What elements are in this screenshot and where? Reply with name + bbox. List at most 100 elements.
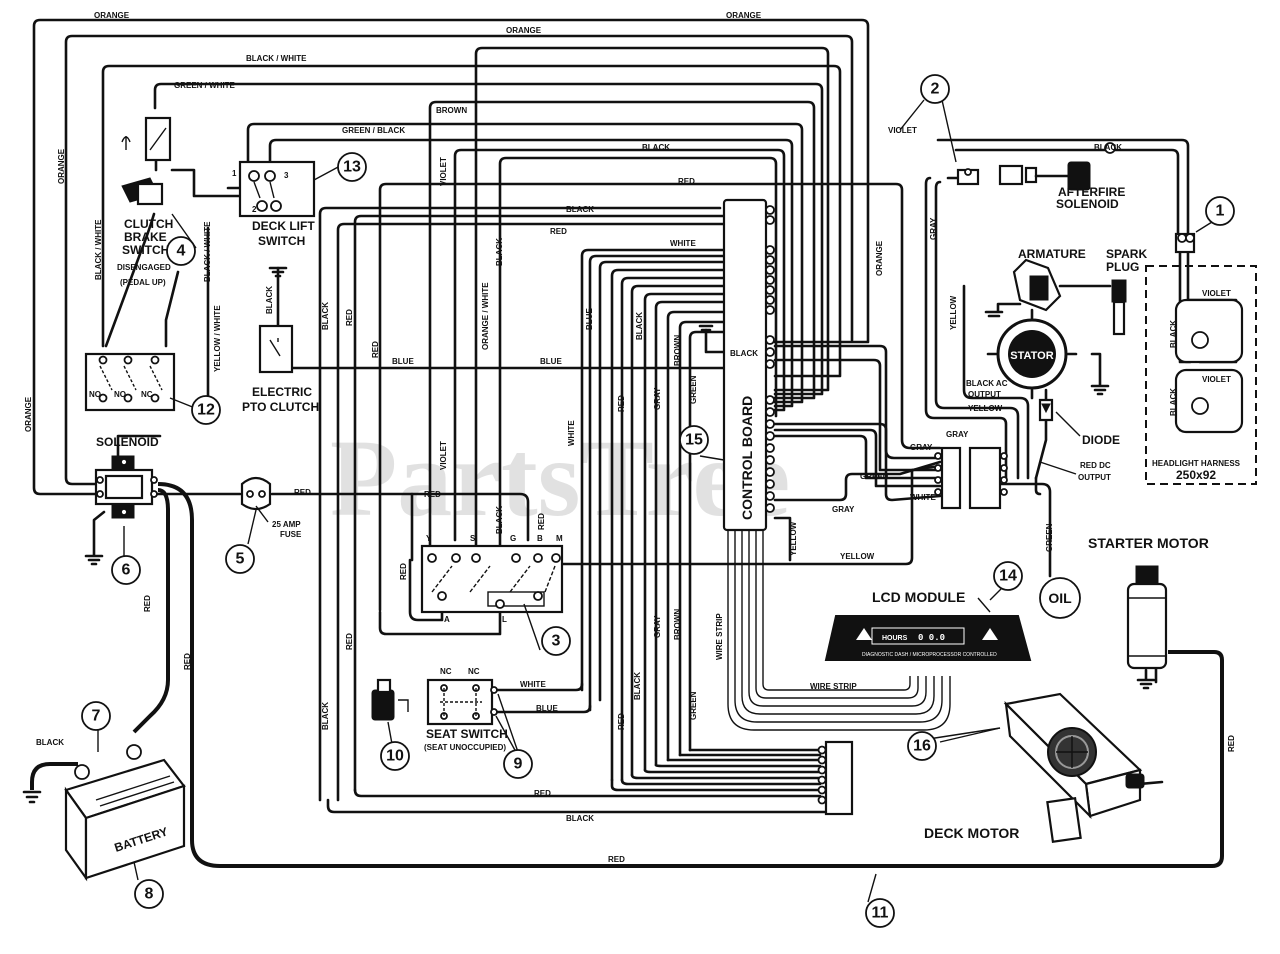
svg-text:2: 2 [931, 81, 940, 98]
svg-text:12: 12 [197, 402, 215, 419]
deck-lift-label-1: DECK LIFT [252, 219, 315, 233]
deck-lift-terminal-1: 1 [232, 169, 237, 178]
stator-harness-plug [934, 446, 1008, 510]
svg-text:14: 14 [999, 568, 1017, 585]
wire-labels: ORANGE ORANGE ORANGE ORANGE ORANGE ORANG… [24, 11, 1236, 864]
svg-text:3: 3 [552, 633, 561, 650]
wire-red-bottom: RED [534, 789, 551, 798]
wire-black-white-left-2: BLACK / WHITE [203, 221, 212, 282]
watermark: PartsTree [330, 417, 790, 539]
fuse: 25 AMP FUSE [240, 476, 302, 539]
seat-switch-state: (SEAT UNOCCUPIED) [424, 743, 506, 752]
wire-black-cb: BLACK [730, 349, 758, 358]
spark-plug-label-1: SPARK [1106, 247, 1147, 261]
wire-yellow-vert: YELLOW [949, 295, 958, 330]
callout-5: 5 [225, 544, 255, 574]
wire-black-white-left: BLACK / WHITE [94, 219, 103, 280]
callouts: 1 2 3 4 5 6 7 8 9 10 11 12 13 14 15 16 [81, 74, 1235, 928]
callout-3: 3 [541, 626, 571, 656]
fuse-label-1: 25 AMP [272, 520, 301, 529]
wire-strip-label: WIRE STRIP [715, 613, 724, 660]
wire-red-battery: RED [143, 595, 152, 612]
deck-lift-terminal-2: 2 [252, 205, 257, 214]
svg-text:5: 5 [236, 551, 245, 568]
wire-red-sw-2: RED [537, 513, 546, 530]
lcd-hours-label: HOURS [882, 635, 908, 642]
stator-assembly: STATOR ARMATURE SPARK PLUG DIODE BLACK A… [966, 247, 1147, 482]
wire-orange-left-2: ORANGE [24, 396, 33, 432]
callout-12: 12 [191, 395, 221, 425]
headlight-harness: VIOLET VIOLET BLACK BLACK HEADLIGHT HARN… [1145, 232, 1257, 485]
wire-green-vert: GREEN [689, 375, 698, 404]
svg-text:10: 10 [386, 748, 404, 765]
stator-label: STATOR [1010, 350, 1053, 362]
wire-black-clutch: BLACK [265, 286, 274, 314]
terminal-l: L [502, 615, 507, 624]
wire-black-cb-vert: BLACK [635, 312, 644, 340]
starter-motor: STARTER MOTOR [1088, 535, 1209, 690]
clutch-label-3: SWITCH [122, 243, 169, 257]
wire-green-white: GREEN / WHITE [174, 81, 236, 90]
battery: BATTERY [22, 744, 186, 882]
solenoid: SOLENOID [84, 435, 159, 566]
lcd-module: HOURS 0 0.0 DIAGNOSTIC DASH / MICROPROCE… [824, 589, 1032, 661]
afterfire-label-1: AFTERFIRE [1058, 185, 1125, 199]
clutch-label-2: BRAKE [124, 230, 167, 244]
callout-9: 9 [503, 749, 533, 779]
wire-red-fuse: RED [294, 488, 311, 497]
wire-black-vert: BLACK [321, 302, 330, 330]
wire-blue-right: BLUE [540, 357, 562, 366]
callout-16: 16 [907, 731, 937, 761]
callout-4: 4 [166, 236, 196, 266]
black-head-2: BLACK [1169, 388, 1178, 416]
wire-yellow-right: YELLOW [840, 552, 875, 561]
red-dc-output-1: RED DC [1080, 461, 1111, 470]
wire-red-starter: RED [1227, 735, 1236, 752]
violet-head-2: VIOLET [1202, 375, 1231, 384]
black-ac-output-2: OUTPUT [968, 390, 1001, 399]
control-board-pins [765, 205, 775, 513]
wire-orange-top: ORANGE [94, 11, 130, 20]
wire-yellow-stator: YELLOW [968, 404, 1003, 413]
wire-black-sw-top: BLACK [495, 238, 504, 266]
wire-orange-left: ORANGE [57, 148, 66, 184]
wire-green-black: GREEN / BLACK [342, 126, 405, 135]
clutch-brake-switch: CLUTCH BRAKE SWITCH DISENGAGED (PEDAL UP… [117, 116, 173, 287]
wire-strip-label-2: WIRE STRIP [810, 682, 857, 691]
wire-black-bottom: BLACK [566, 814, 594, 823]
wire-red-vert-4: RED [617, 395, 626, 412]
wire-yellow-right-2: YELLOW [789, 521, 798, 556]
clutch-label-1: CLUTCH [124, 217, 173, 231]
wire-white-seat: WHITE [520, 680, 546, 689]
wire-gray-vert: GRAY [653, 387, 662, 410]
callout-1: 1 [1205, 196, 1235, 226]
wire-black-sw: BLACK [495, 506, 504, 534]
red-dc-output-2: OUTPUT [1078, 473, 1111, 482]
wire-black-mid: BLACK [566, 205, 594, 214]
wire-orange-top-2: ORANGE [726, 11, 762, 20]
wire-brown: BROWN [436, 106, 467, 115]
callout-10: 10 [380, 741, 410, 771]
callout-13: 13 [337, 152, 367, 182]
wire-red-vert-5: RED [617, 713, 626, 730]
callout-7: 7 [81, 701, 111, 731]
electric-pto-clutch: ELECTRIC PTO CLUTCH [242, 266, 319, 414]
svg-text:11: 11 [872, 905, 889, 922]
wire-green-oil: GREEN [1045, 523, 1054, 552]
svg-text:6: 6 [122, 562, 131, 579]
headlight-harness-part: 250x92 [1176, 468, 1216, 482]
wire-blue-vert: BLUE [585, 308, 594, 330]
wire-red-sw-3: RED [399, 563, 408, 580]
wire-violet-left: VIOLET [439, 157, 448, 186]
wire-red-mid: RED [550, 227, 567, 236]
terminal-no-1: NO [89, 390, 101, 399]
seat-switch: NC NC SEAT SWITCH (SEAT UNOCCUPIED) [424, 667, 508, 752]
lcd-module-label: LCD MODULE [872, 589, 965, 605]
clutch-state-1: DISENGAGED [117, 263, 171, 272]
wire-black-top-2: BLACK [642, 143, 670, 152]
control-board: CONTROL BOARD [722, 198, 775, 532]
wire-orange-right: ORANGE [875, 240, 884, 276]
wire-red-vert: RED [345, 309, 354, 326]
wire-red-vert-2: RED [371, 341, 380, 358]
